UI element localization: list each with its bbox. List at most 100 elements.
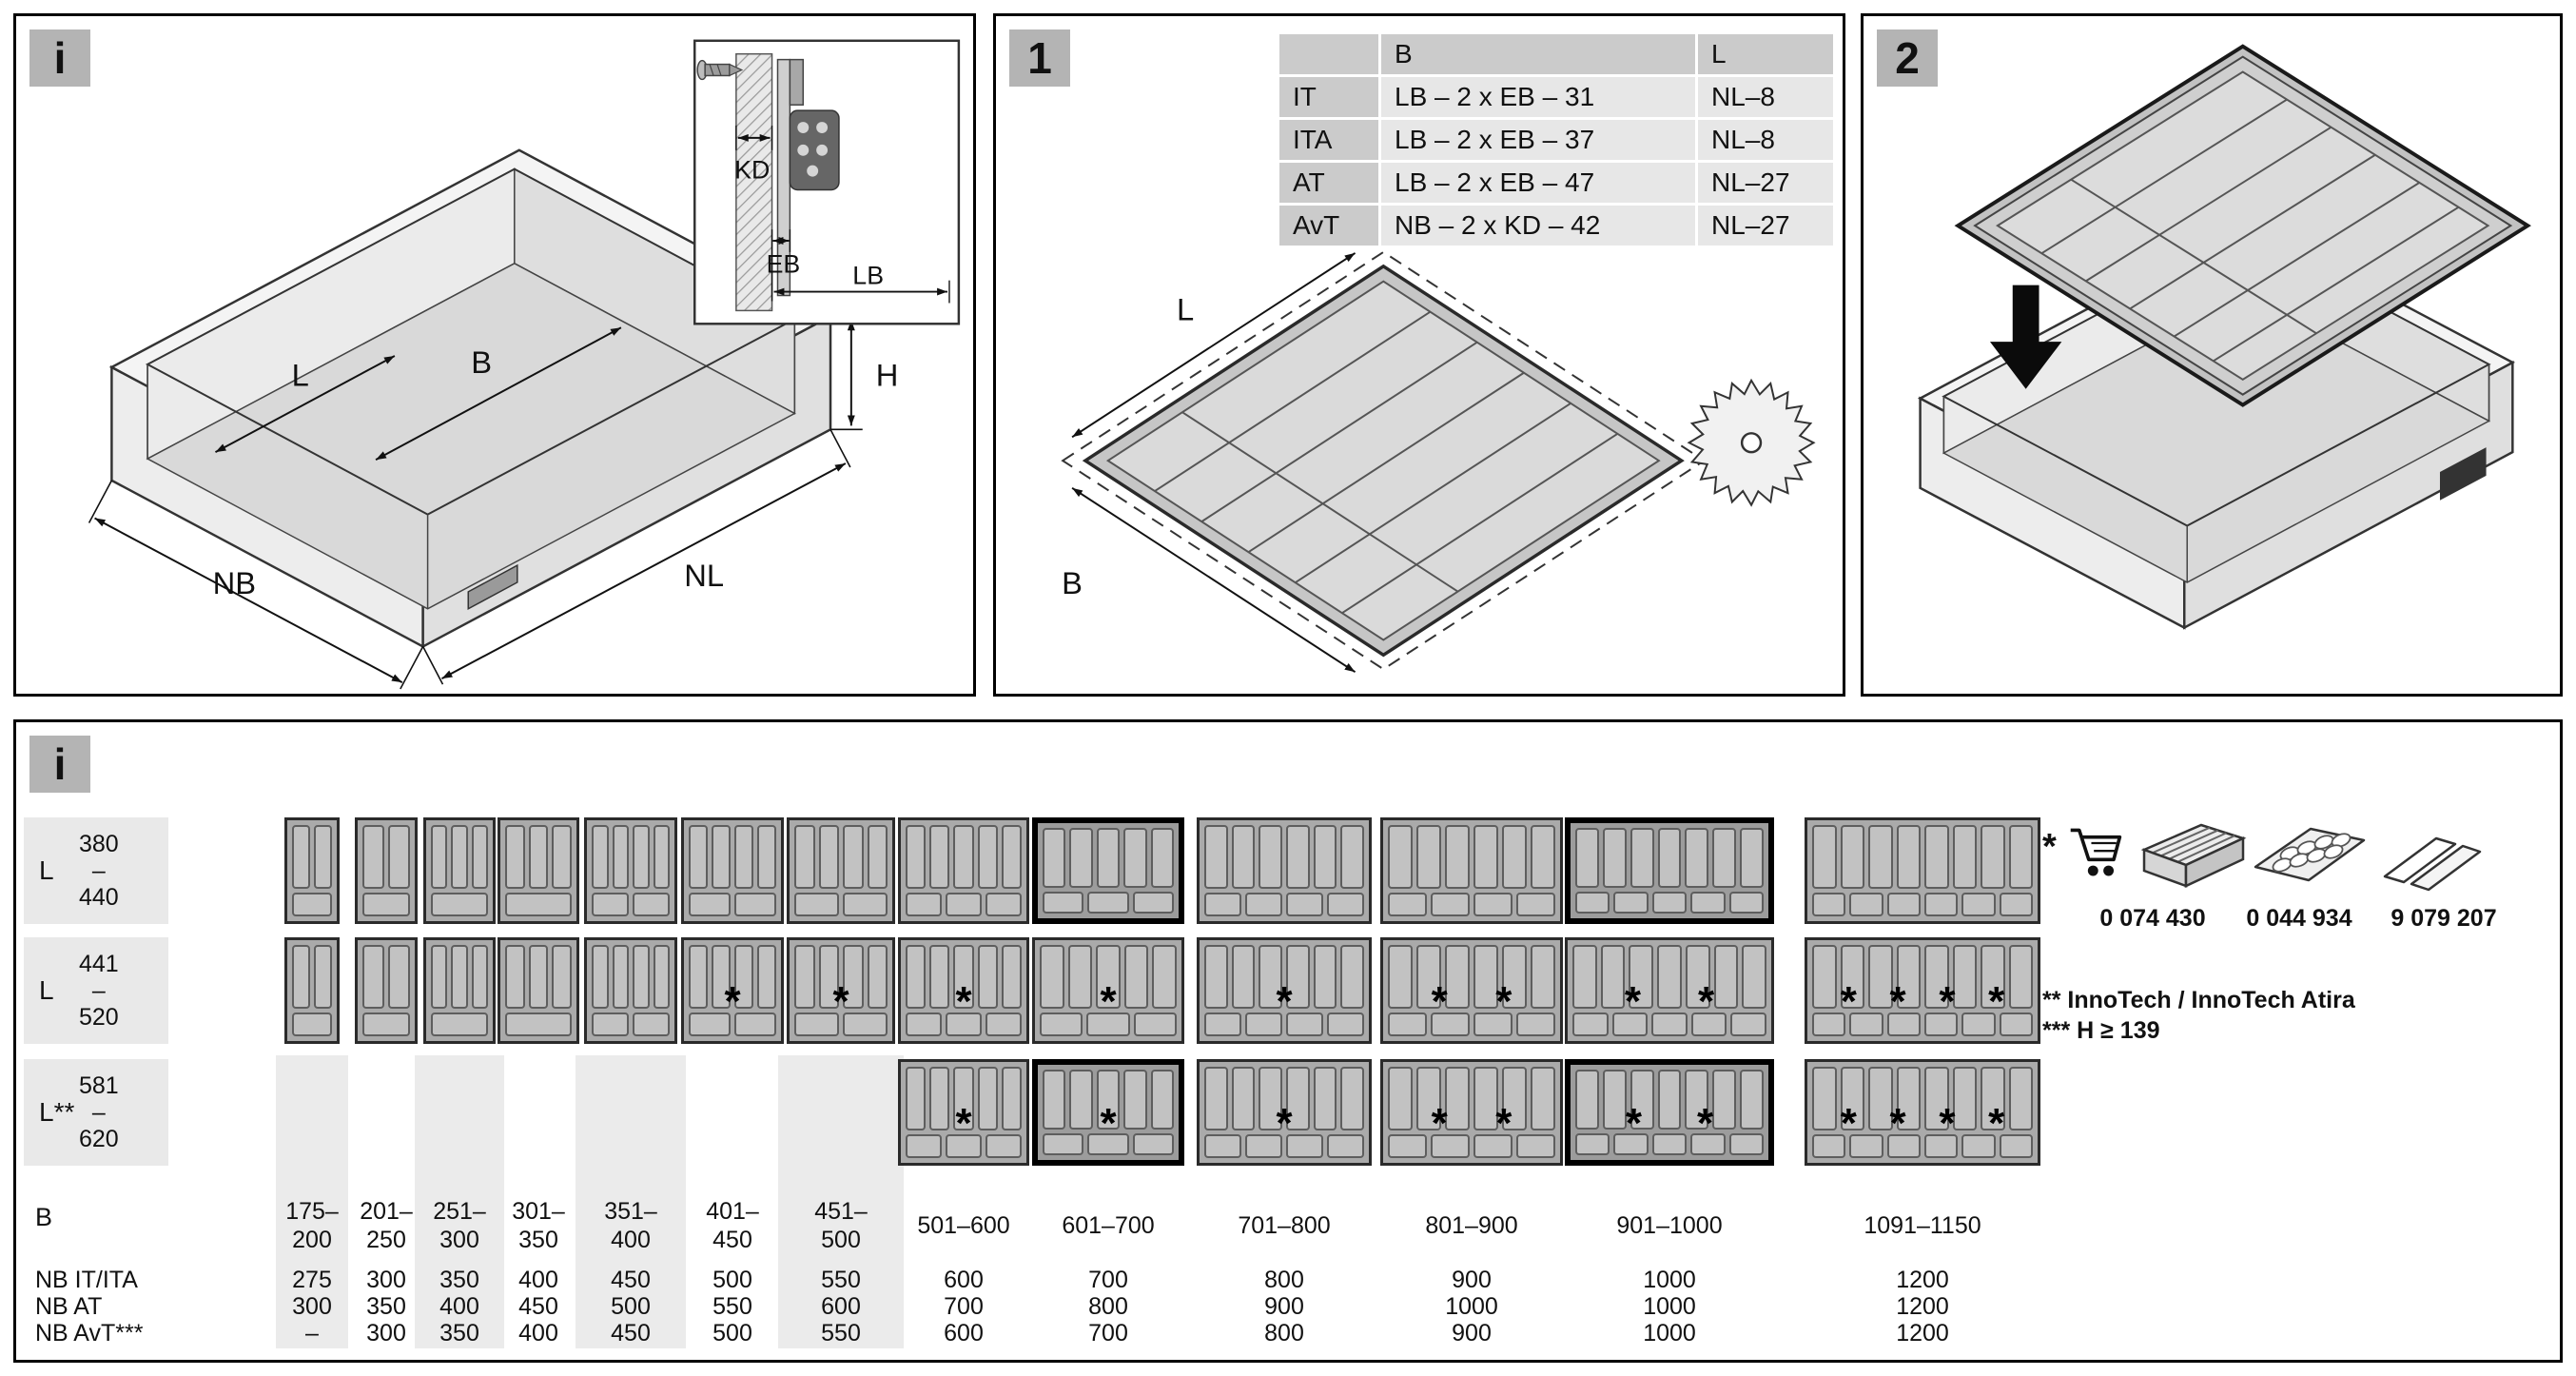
product-icon-knife-insert [2383, 836, 2482, 892]
tray-slot [1812, 945, 1837, 1010]
b-range-line: 451– [814, 1198, 868, 1225]
tray-slot [1712, 828, 1737, 888]
tray-slot [528, 825, 549, 890]
tray-slot [1849, 1134, 1883, 1158]
tray-icon [498, 817, 579, 924]
product-code: 0 044 934 [2246, 905, 2352, 932]
tray-slot [1728, 1132, 1765, 1155]
nb-value: 600 [821, 1293, 861, 1320]
nb-value: 275 [292, 1267, 332, 1293]
tray-slot [1651, 891, 1688, 914]
tray-slot [1087, 1132, 1129, 1155]
b-range-line: 450 [712, 1226, 752, 1253]
tray-slot [1961, 893, 1996, 916]
footnote-innotech: ** InnoTech / InnoTech Atira [2042, 987, 2355, 1013]
b-range-value: 201–250 [343, 1198, 429, 1254]
tray-slot [1259, 1067, 1283, 1131]
tray-slot [1069, 1070, 1093, 1130]
tray-slots [1204, 945, 1365, 1010]
step1-badge: 1 [1009, 29, 1070, 87]
tray-slot [362, 945, 384, 1010]
tray-slot [505, 893, 572, 916]
dim-label-EB: EB [767, 250, 801, 279]
dim-label-NL: NL [684, 558, 724, 593]
tray-slot [1923, 1012, 1959, 1036]
tray-slots [1388, 825, 1555, 890]
tray-slots [1812, 1067, 2033, 1131]
tray-slot [794, 893, 839, 916]
tray-icon: * [681, 937, 784, 1044]
drawer-handle-recess [2439, 447, 2487, 501]
tray-slot [1327, 893, 1364, 916]
tray-bottom-slots [1040, 1012, 1177, 1036]
tray-slot [1924, 945, 1949, 1010]
tray-icon: ** [1380, 1059, 1563, 1166]
tray-slot [1043, 891, 1084, 914]
tray-star-overlay: * [1100, 978, 1117, 1025]
tray-icon: **** [1805, 1059, 2040, 1166]
tray-bottom-slots [906, 1134, 1022, 1158]
tray-slot [843, 893, 888, 916]
tray-bottom-slots [362, 1012, 410, 1036]
tray-slot [977, 1067, 998, 1131]
tray-slot [612, 945, 629, 1010]
tray-icon: **** [1805, 937, 2040, 1044]
tray-slot [1040, 945, 1064, 1010]
tray-slot [1286, 945, 1310, 1010]
tray-slot [953, 945, 974, 1010]
tray-slot [1231, 1067, 1256, 1131]
tray-slots [1204, 1067, 1365, 1131]
tray-slot [1730, 1012, 1766, 1036]
tray-slot [1999, 1012, 2033, 1036]
formula-b: LB – 2 x EB – 37 [1381, 120, 1695, 160]
tray-slots [906, 1067, 1023, 1131]
tray-slot [1657, 828, 1682, 888]
b-range-value: 451–500 [775, 1198, 907, 1254]
tray-slot [362, 893, 410, 916]
b-range-line: 301– [512, 1198, 565, 1225]
tray-icon [423, 937, 496, 1044]
tray-slot [1742, 945, 1767, 1010]
tray-slot [1886, 1012, 1921, 1036]
tray-slots [1812, 945, 2033, 1010]
tray-slots [689, 945, 776, 1010]
tray-slot [1313, 1067, 1337, 1131]
tray-bottom-slots [431, 893, 488, 916]
tray-slots [505, 825, 573, 890]
tray-star-overlay: * [955, 978, 972, 1025]
nb-value: 450 [611, 1267, 651, 1293]
cabinet-side-panel [735, 52, 773, 312]
tray-slot [1981, 1067, 2005, 1131]
tray-slot [1840, 825, 1864, 890]
tray-icon [1197, 817, 1372, 924]
tray-slots [505, 945, 573, 1010]
tray-slot [2008, 945, 2033, 1010]
tray-slots [906, 825, 1023, 890]
tray-slot [1812, 893, 1846, 916]
nb-value: 1000 [1643, 1267, 1696, 1293]
tray-slot [867, 825, 888, 890]
nb-value: 400 [518, 1267, 558, 1293]
tray-slot [757, 825, 776, 890]
tray-slot [1868, 945, 1893, 1010]
tray-icon [584, 817, 677, 924]
b-range-line: 601–700 [1062, 1212, 1155, 1239]
nb-value: 300 [366, 1267, 406, 1293]
row-group-letter: L [39, 975, 54, 1005]
tray-slot [1690, 1012, 1727, 1036]
row-system-label: AvT [1279, 206, 1378, 246]
nb-value: 900 [1452, 1320, 1492, 1347]
column-stripe [778, 1055, 904, 1348]
tray-star-overlay: * [955, 1100, 972, 1147]
nb-value: 350 [439, 1267, 479, 1293]
tray-slots [292, 825, 332, 890]
tray-slot [1630, 1070, 1654, 1130]
tray-slot [1812, 825, 1837, 890]
tray-slot [451, 945, 468, 1010]
tray-slot [1657, 945, 1682, 1010]
row-group-range: 380–440 [79, 831, 119, 911]
tray-slot [1740, 828, 1765, 888]
tray-insertion-drawing [1917, 44, 2531, 630]
tray-icon [498, 937, 579, 1044]
